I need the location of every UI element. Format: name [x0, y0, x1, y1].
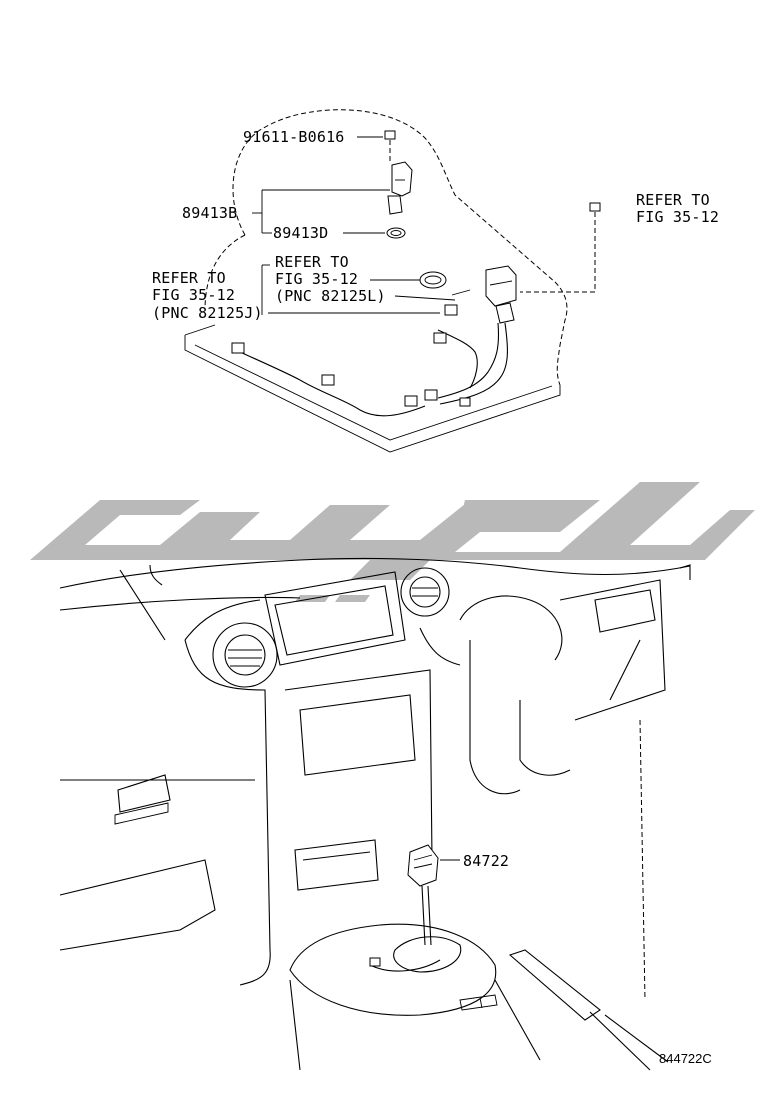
refer-left-line3: (PNC 82125J) [152, 304, 263, 322]
bolt-91611 [384, 130, 396, 162]
leader-lines-upper [252, 136, 456, 315]
refer-left-line1: REFER TO [152, 269, 226, 287]
sensor-89413b [387, 161, 413, 215]
detail-view-outline [184, 109, 568, 453]
figure-code: 844722C [659, 1051, 712, 1066]
labels: 91611-B0616 89413B 89413D REFER TO FIG 3… [152, 128, 719, 1066]
refer-mid-line1: REFER TO [275, 253, 349, 271]
label-89413d: 89413D [273, 224, 328, 242]
refer-right-line2: FIG 35-12 [636, 208, 719, 226]
label-84722: 84722 [463, 852, 509, 870]
label-89413b: 89413B [182, 204, 237, 222]
main-sensor-harness [231, 265, 517, 417]
refer-right-line1: REFER TO [636, 191, 710, 209]
o-ring-89413d [386, 227, 406, 239]
refer-left-line2: FIG 35-12 [152, 286, 235, 304]
label-91611-b0616: 91611-B0616 [243, 128, 345, 146]
dashboard-illustration [59, 557, 691, 1071]
bolt-right [520, 202, 601, 293]
grommet [419, 271, 447, 289]
watermark-logo [30, 482, 755, 602]
refer-mid-line3: (PNC 82125L) [275, 287, 386, 305]
refer-mid-line2: FIG 35-12 [275, 270, 358, 288]
